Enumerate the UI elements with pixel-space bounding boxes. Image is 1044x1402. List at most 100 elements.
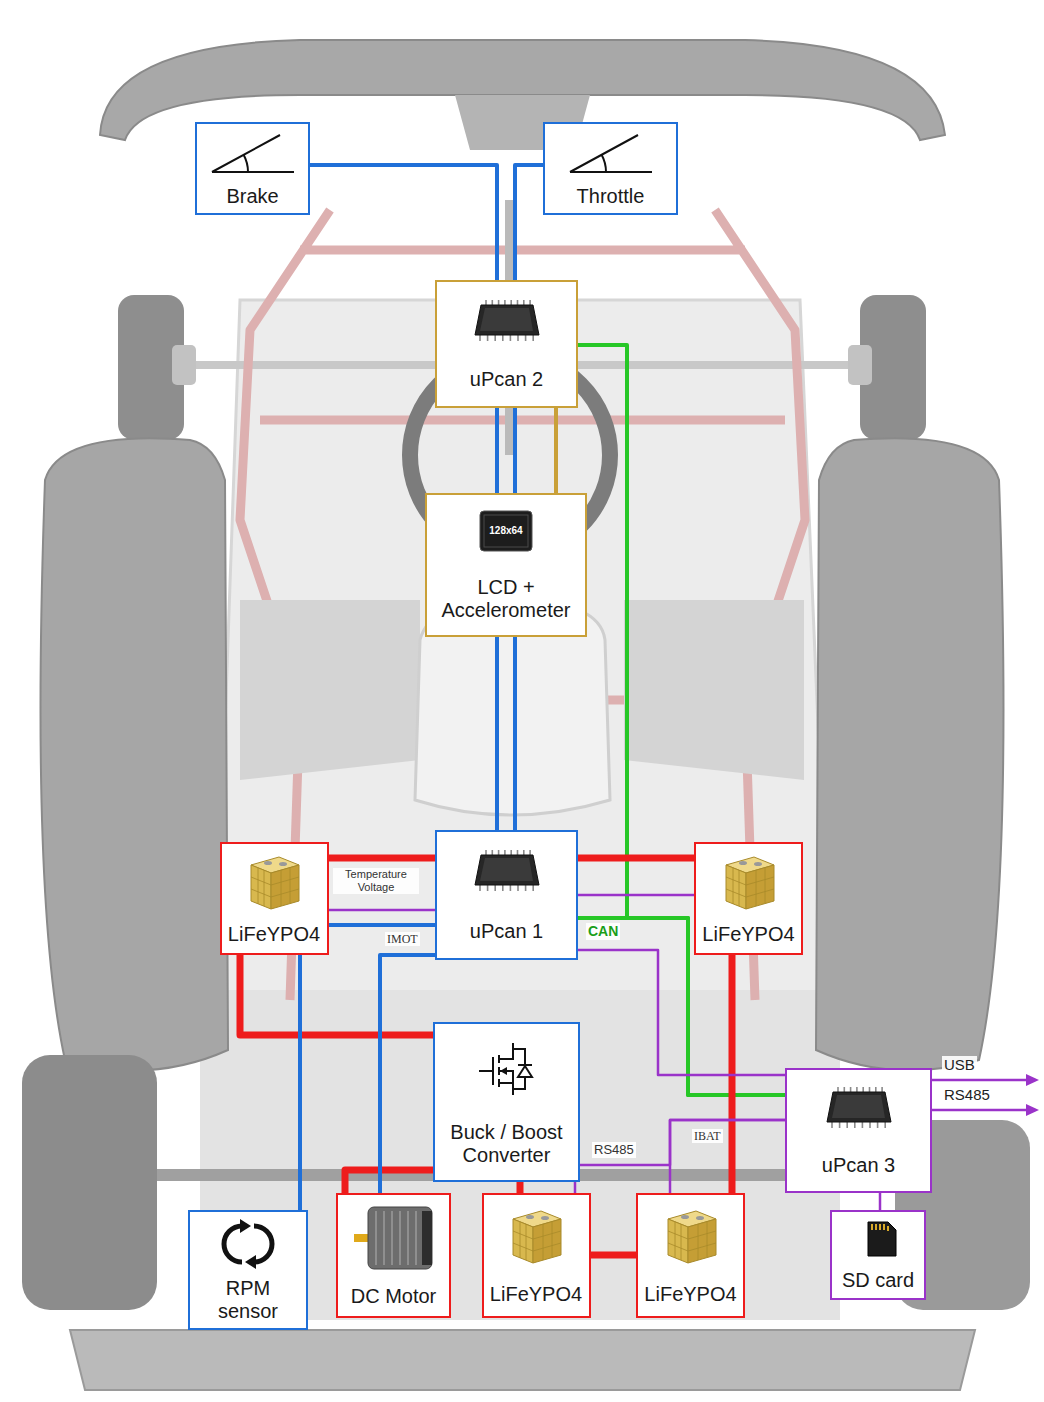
drawing-part (480, 308, 533, 331)
storage-box: SD card (830, 1210, 926, 1300)
drawing-part (368, 1207, 432, 1269)
converter-box: Buck / Boost Converter (433, 1022, 580, 1182)
battery-box: LiFeYPO4 (636, 1193, 745, 1318)
drawing-part (570, 135, 652, 172)
connector-line (517, 1182, 524, 1193)
drawing-part (601, 154, 605, 171)
drawing-part (271, 865, 299, 909)
bat-icon (658, 1205, 724, 1267)
drawing-part (754, 862, 762, 866)
connector-line (329, 909, 436, 912)
sensor-box: Brake (195, 122, 310, 215)
node-label: LCD + Accelerometer (431, 576, 581, 622)
connector-line (591, 1252, 637, 1259)
drawing-part (668, 1221, 716, 1260)
bat-icon (716, 851, 782, 913)
display-resolution: 128x64 (487, 525, 524, 537)
drawing-part (526, 1215, 534, 1219)
drawing-part (513, 1221, 561, 1260)
controller-box: uPcan 3 (785, 1068, 932, 1193)
sensor-box: RPM sensor (188, 1210, 308, 1330)
drawing-part (868, 1222, 896, 1256)
drawing-part (212, 135, 294, 172)
battery-box: LiFeYPO4 (220, 842, 329, 955)
drawing-part (541, 1216, 549, 1220)
drawing-part (22, 1055, 157, 1310)
drawing-part (832, 1095, 885, 1118)
signal-label: IMOT (385, 932, 420, 946)
drawing-part (243, 154, 247, 171)
bat-icon (241, 851, 307, 913)
node-label: DC Motor (351, 1285, 437, 1308)
controller-box: uPcan 1 (435, 830, 578, 960)
drawing-part (513, 1219, 533, 1263)
drawing-part (70, 1330, 975, 1390)
controller-box: uPcan 2 (435, 280, 578, 408)
connector-line (578, 345, 785, 1095)
node-label: Brake (226, 185, 278, 208)
battery-box: LiFeYPO4 (482, 1193, 591, 1318)
motor-box: DC Motor (336, 1193, 451, 1318)
connector-line (670, 1120, 785, 1193)
drawing-part (279, 862, 287, 866)
drawing-part (848, 345, 872, 385)
drawing-part (746, 865, 774, 909)
drawing-part (668, 1219, 688, 1263)
connector-line (879, 1193, 882, 1210)
connector-line (310, 165, 497, 280)
signal-label: IBAT (692, 1129, 723, 1143)
bat-icon (503, 1205, 569, 1267)
drawing-part (240, 600, 420, 780)
drawing-part (872, 1224, 888, 1231)
node-label: uPcan 2 (470, 368, 543, 391)
chip-icon (471, 847, 543, 893)
drawing-part (251, 865, 271, 909)
port-label: RS485 (942, 1086, 992, 1104)
node-label: LiFeYPO4 (702, 923, 794, 946)
drawing-part (251, 867, 299, 906)
mosfet-icon (475, 1037, 539, 1099)
drawing-part (739, 861, 747, 865)
sd-icon (854, 1218, 902, 1260)
drawing-part (681, 1215, 689, 1219)
connector-line (578, 894, 694, 897)
connector-line (300, 925, 435, 1210)
chip-icon (823, 1084, 895, 1130)
node-label: LiFeYPO4 (644, 1283, 736, 1306)
drawing-part (688, 1219, 716, 1263)
drawing-part (240, 1219, 251, 1233)
drawing-part (500, 1067, 507, 1075)
drawing-part (376, 1211, 416, 1265)
drawing-part (480, 511, 532, 551)
drawing-part (816, 438, 1004, 1070)
drawing-part (172, 345, 196, 385)
connector-line (578, 950, 785, 1075)
connector-line (554, 408, 558, 493)
drawing-part (475, 305, 539, 335)
node-label: Throttle (577, 185, 645, 208)
drawing-part (533, 1219, 561, 1263)
drawing-part (726, 865, 746, 909)
drawing-part (475, 855, 539, 885)
drawing-part (480, 858, 533, 881)
drawing-part (696, 1216, 704, 1220)
connector-line (515, 165, 543, 280)
drawing-part (518, 1066, 532, 1077)
drawing-part (1026, 1104, 1039, 1116)
drawing-part (41, 438, 229, 1070)
drawing-part (224, 1226, 272, 1262)
node-label: SD card (842, 1269, 914, 1292)
node-label: LiFeYPO4 (490, 1283, 582, 1306)
signal-label: RS485 (592, 1142, 636, 1158)
angle-icon (208, 130, 298, 178)
drawing-part (1026, 1074, 1039, 1086)
motor-icon (352, 1203, 436, 1273)
connector-line (240, 955, 433, 1035)
drawing-part (245, 1255, 256, 1269)
connector-line (345, 1170, 433, 1193)
connector-line (575, 1120, 785, 1193)
chip-icon (471, 297, 543, 343)
node-label: Buck / Boost Converter (439, 1121, 574, 1167)
